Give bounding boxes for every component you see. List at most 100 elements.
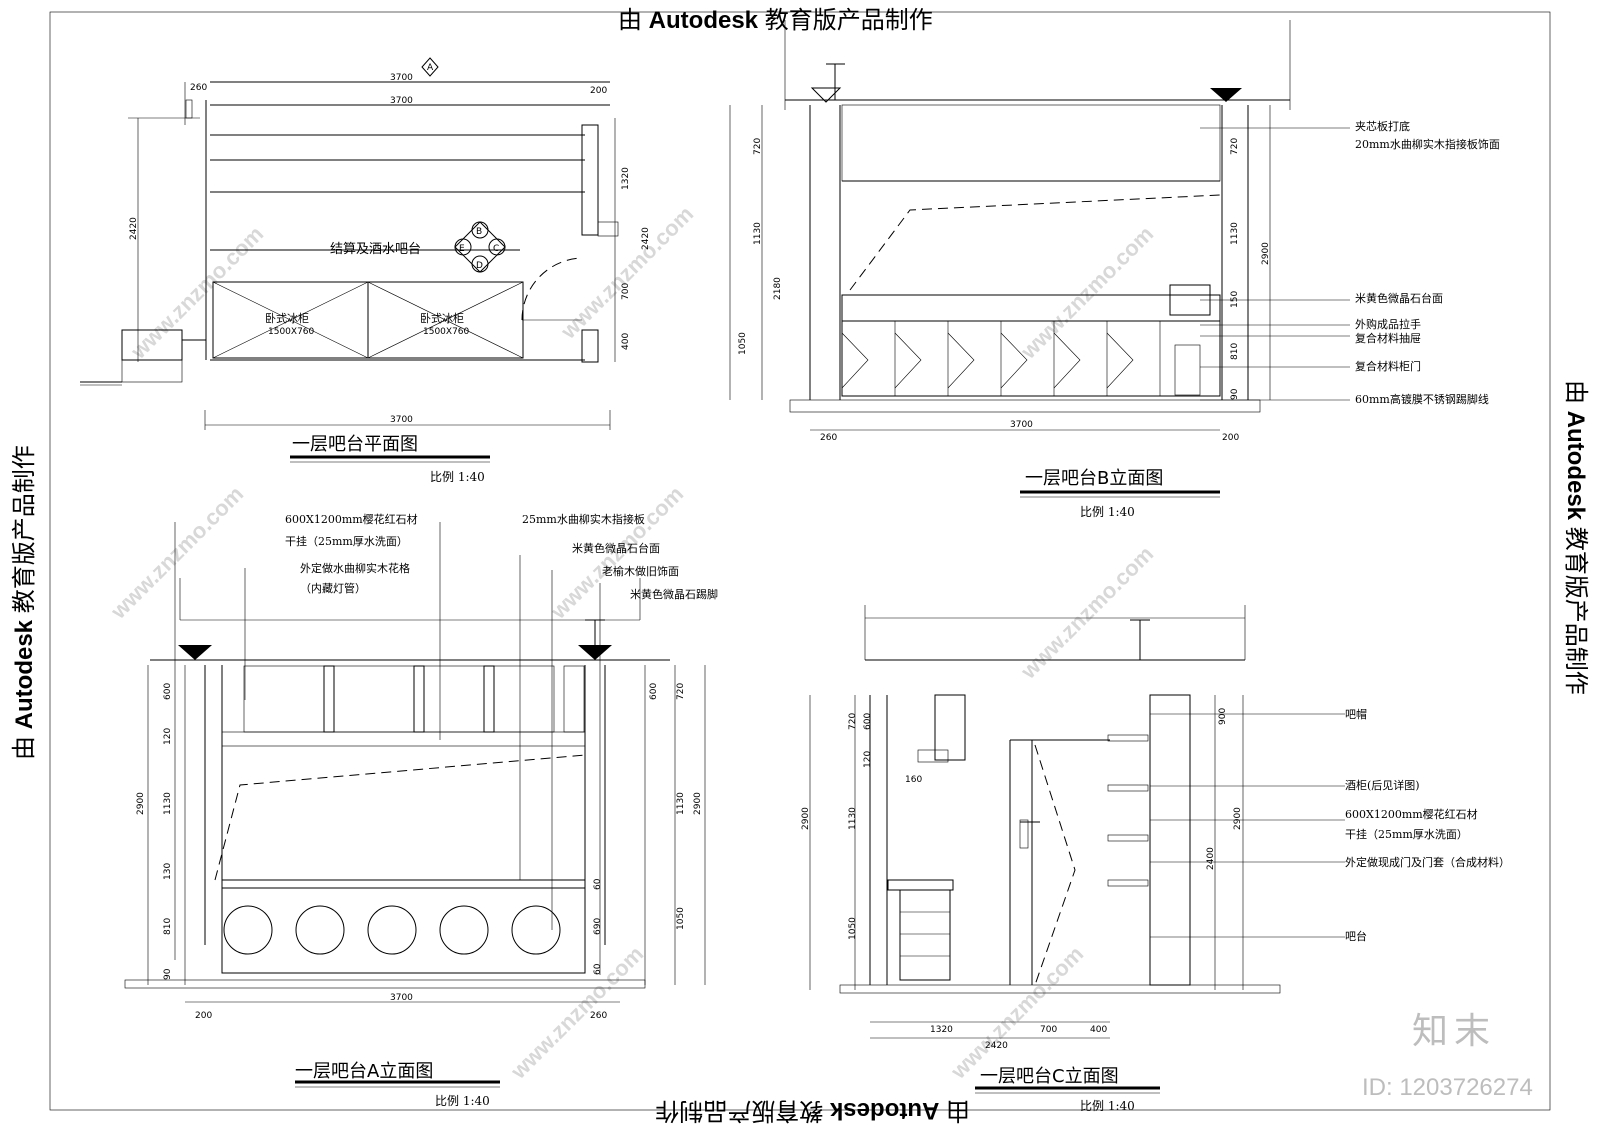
elev-a-dim: 130: [163, 863, 173, 880]
elev-c-dim: 120: [863, 751, 873, 768]
elev-c-dim: 900: [1218, 708, 1228, 725]
plan-dim: 260: [190, 83, 207, 93]
elev-c-note: 酒柜(后见详图): [1345, 778, 1420, 792]
elev-a-dim: 260: [590, 1011, 607, 1021]
fridge-2-label: 卧式冰柜: [420, 312, 464, 325]
elev-c-note: 外定做现成门及门套（合成材料）: [1345, 855, 1510, 869]
elev-c-title: 一层吧台C立面图: [980, 1066, 1119, 1087]
elev-b-note: 外购成品拉手: [1355, 317, 1421, 331]
fridge-2-size: 1500X760: [423, 327, 470, 337]
plan-title: 一层吧台平面图: [292, 434, 418, 455]
plan-dim: 1320: [621, 167, 631, 190]
elev-c-note: 吧台: [1345, 929, 1367, 943]
elevation-c-view: 吧帽 酒柜(后见详图) 600X1200mm樱花红石材 干挂（25mm厚水洗面）…: [801, 605, 1510, 1094]
edu-stamp-right: 由 Autodesk 教育版产品制作: [1562, 380, 1589, 695]
svg-text:www.znzmo.com: www.znzmo.com: [505, 941, 648, 1084]
elev-a-dim: 1130: [163, 792, 173, 815]
elev-b-note: 米黄色微晶石台面: [1355, 291, 1443, 305]
elev-b-title: 一层吧台B立面图: [1025, 468, 1164, 489]
elev-b-dim: 2180: [773, 277, 783, 300]
plan-dim: 200: [590, 86, 607, 96]
elev-a-note: 干挂（25mm厚水洗面）: [285, 534, 408, 548]
elev-c-note: 干挂（25mm厚水洗面）: [1345, 827, 1468, 841]
elev-a-note: 米黄色微晶石台面: [572, 541, 660, 555]
watermark-id: ID: 1203726274: [1362, 1074, 1533, 1101]
elev-a-dim: 60: [593, 878, 603, 890]
elev-a-scale: 比例 1:40: [435, 1094, 490, 1108]
elev-a-note: 25mm水曲柳实木指接板: [522, 512, 645, 526]
elev-a-dim: 3700: [390, 993, 413, 1003]
elev-a-dim: 1050: [676, 907, 686, 930]
elev-a-note: 600X1200mm樱花红石材: [285, 512, 418, 526]
elev-b-note: 20mm水曲柳实木指接板饰面: [1355, 137, 1500, 151]
plan-dim: 400: [621, 333, 631, 350]
elevation-b-view: 夹芯板打底 20mm水曲柳实木指接板饰面 米黄色微晶石台面 外购成品拉手 复合材…: [729, 20, 1500, 498]
room-label: 结算及酒水吧台: [330, 242, 421, 257]
elev-a-title: 一层吧台A立面图: [295, 1061, 434, 1082]
elev-a-note: 老榆木做旧饰面: [602, 564, 679, 578]
elev-a-note: （内藏灯管）: [300, 581, 366, 595]
svg-text:www.znzmo.com: www.znzmo.com: [105, 481, 248, 624]
elev-a-dim: 60: [593, 963, 603, 975]
elev-c-dim: 720: [848, 713, 858, 730]
elev-a-dim: 2900: [693, 792, 703, 815]
elev-a-note: 外定做水曲柳实木花格: [300, 561, 410, 575]
elev-b-dim: 1050: [738, 332, 748, 355]
elev-b-dim: 3700: [1010, 420, 1033, 430]
plan-dim: 3700: [390, 73, 413, 83]
elev-b-note: 复合材料抽屉: [1355, 331, 1421, 345]
elev-b-dim: 150: [1230, 291, 1240, 308]
elevation-a-view: 600X1200mm樱花红石材 干挂（25mm厚水洗面） 外定做水曲柳实木花格 …: [124, 512, 718, 1088]
elev-a-dim: 120: [163, 728, 173, 745]
elev-a-dim: 2900: [136, 792, 146, 815]
elev-b-dim: 720: [753, 138, 763, 155]
fridge-1-size: 1500X760: [268, 327, 315, 337]
elev-c-dim: 400: [1090, 1025, 1107, 1035]
elev-c-dim: 2400: [1206, 847, 1216, 870]
elev-c-dim: 1130: [848, 807, 858, 830]
elev-b-dim: 260: [820, 433, 837, 443]
marker-b: B: [476, 227, 482, 237]
elev-c-dim: 1320: [930, 1025, 953, 1035]
elev-b-note: 夹芯板打底: [1355, 119, 1410, 133]
marker-e: E: [459, 244, 465, 254]
elev-c-dim: 2900: [1233, 807, 1243, 830]
svg-text:www.znzmo.com: www.znzmo.com: [1015, 221, 1158, 364]
elev-c-scale: 比例 1:40: [1080, 1099, 1135, 1113]
plan-view: A B C D E 结算及酒水吧台 卧式冰柜 1500X760 卧式冰柜 150…: [80, 57, 651, 463]
edu-stamp-top: 由 Autodesk 教育版产品制作: [618, 7, 933, 34]
fridge-1-label: 卧式冰柜: [265, 312, 309, 325]
elev-a-dim: 720: [676, 683, 686, 700]
svg-text:www.znzmo.com: www.znzmo.com: [555, 201, 698, 344]
plan-dim: 2420: [129, 217, 139, 240]
plan-scale: 比例 1:40: [430, 470, 485, 484]
elev-a-dim: 200: [195, 1011, 212, 1021]
plan-dim: 3700: [390, 415, 413, 425]
elev-c-dim: 160: [905, 775, 922, 785]
elev-a-dim: 690: [593, 918, 603, 935]
marker-d: D: [476, 261, 483, 271]
elev-c-note: 600X1200mm樱花红石材: [1345, 807, 1478, 821]
elev-b-dim: 2900: [1261, 242, 1271, 265]
elev-c-dim: 700: [1040, 1025, 1057, 1035]
elev-b-dim: 810: [1230, 343, 1240, 360]
elev-b-dim: 1130: [1230, 222, 1240, 245]
elev-a-dim: 1130: [676, 792, 686, 815]
elev-a-note: 米黄色微晶石踢脚: [630, 587, 718, 601]
elev-a-dim: 810: [163, 918, 173, 935]
elev-b-dim: 1130: [753, 222, 763, 245]
svg-text:www.znzmo.com: www.znzmo.com: [1015, 541, 1158, 684]
plan-dim: 700: [621, 283, 631, 300]
elev-c-dim: 1050: [848, 917, 858, 940]
marker-c: C: [493, 244, 499, 254]
elev-a-dim: 90: [163, 968, 173, 980]
elev-c-dim: 2420: [985, 1041, 1008, 1051]
elev-a-dim: 600: [163, 683, 173, 700]
edu-stamp-left: 由 Autodesk 教育版产品制作: [11, 445, 38, 760]
elev-b-dim: 720: [1230, 138, 1240, 155]
plan-dim: 3700: [390, 96, 413, 106]
watermark-logo: 知末: [1412, 1011, 1497, 1052]
plan-dim: 2420: [641, 227, 651, 250]
